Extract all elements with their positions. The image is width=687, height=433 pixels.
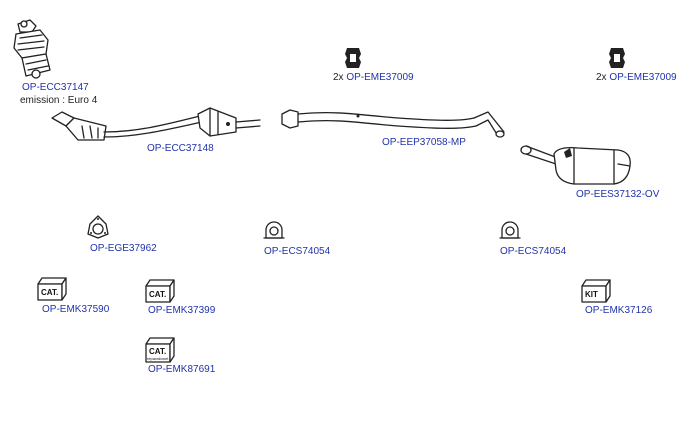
part-code-rear-silencer[interactable]: OP-EES37132-OV <box>576 189 660 200</box>
part-code-kit-cat-2[interactable]: OP-EMK37399 <box>148 305 216 316</box>
clamp-icon[interactable] <box>262 218 286 242</box>
kit-box-icon[interactable]: KIT <box>580 278 612 304</box>
rear-silencer-icon[interactable] <box>518 140 636 188</box>
quantity-label: 2x <box>333 72 344 83</box>
box-label: CAT. <box>41 288 58 297</box>
rubber-mount-icon[interactable] <box>608 46 626 70</box>
emission-note: emission : Euro 4 <box>20 95 98 106</box>
box-label: CAT. <box>149 347 166 356</box>
part-code-catalyst-front[interactable]: OP-ECC37147 <box>22 82 89 93</box>
part-code-mount-1[interactable]: 2x OP-EME37009 <box>333 72 414 84</box>
cat-box-icon[interactable]: CAT. <box>36 276 68 302</box>
cat-box-icon[interactable]: CAT. reparationet <box>144 336 176 364</box>
middle-pipe-icon[interactable] <box>278 100 508 140</box>
clamp-icon[interactable] <box>498 218 522 242</box>
cat-box-icon[interactable]: CAT. <box>144 278 176 304</box>
gasket-icon[interactable] <box>86 214 110 240</box>
part-code[interactable]: OP-EME37009 <box>346 72 414 83</box>
part-code-gasket[interactable]: OP-EGE37962 <box>90 243 157 254</box>
part-code-clamp-2[interactable]: OP-ECS74054 <box>500 246 567 257</box>
part-code[interactable]: OP-EME37009 <box>609 72 677 83</box>
box-sublabel: reparationet <box>147 356 169 361</box>
catalyst-icon[interactable] <box>10 18 58 82</box>
part-code-kit-cat-1[interactable]: OP-EMK37590 <box>42 304 110 315</box>
part-code-catalyst-pipe[interactable]: OP-ECC37148 <box>147 143 214 154</box>
box-label: CAT. <box>149 290 166 299</box>
part-code-clamp-1[interactable]: OP-ECS74054 <box>264 246 331 257</box>
quantity-label: 2x <box>596 72 607 83</box>
part-code-mount-2[interactable]: 2x OP-EME37009 <box>596 72 677 84</box>
rubber-mount-icon[interactable] <box>344 46 362 70</box>
part-code-kit-cat-3[interactable]: OP-EMK87691 <box>148 364 216 375</box>
part-code-kit-main[interactable]: OP-EMK37126 <box>585 305 653 316</box>
box-label: KIT <box>585 290 598 299</box>
catalyst-pipe-icon[interactable] <box>48 104 264 144</box>
part-code-middle-pipe[interactable]: OP-EEP37058-MP <box>382 137 466 148</box>
